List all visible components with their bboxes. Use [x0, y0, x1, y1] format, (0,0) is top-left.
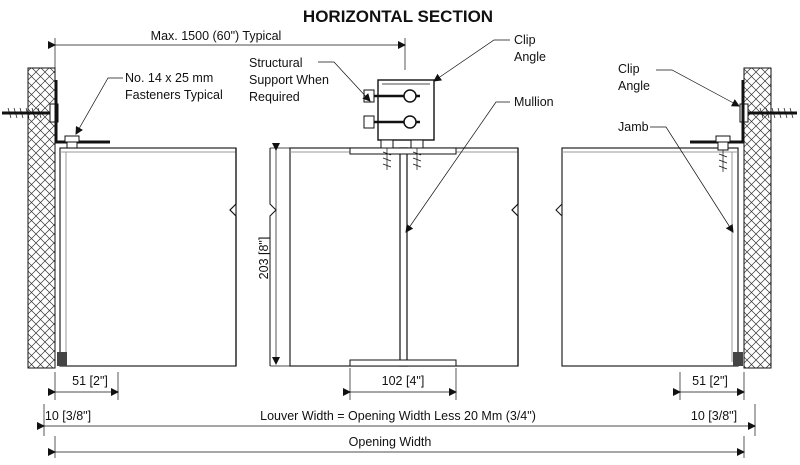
left-louver-panel [57, 147, 237, 367]
dim-center-102-label: 102 [4"] [382, 374, 425, 388]
fasteners-label-line1: No. 14 x 25 mm [125, 71, 213, 85]
louver-width-label: Louver Width = Opening Width Less 20 Mm … [260, 409, 536, 423]
depth-label: 203 [8"] [257, 237, 271, 280]
dim-louver-width: 10 [3/8"] Louver Width = Opening Width L… [37, 404, 756, 436]
dim-right-51-label: 51 [2"] [692, 374, 728, 388]
dim-left-51-label: 51 [2"] [72, 374, 108, 388]
clip-angle-right-line2: Angle [618, 79, 650, 93]
drawing-title: HORIZONTAL SECTION [303, 7, 493, 26]
jamb-label: Jamb [618, 120, 649, 134]
break-line-right [555, 148, 563, 366]
mullion-label: Mullion [514, 95, 554, 109]
dim-center-102: 102 [4"] [343, 368, 457, 400]
dim-right-10-label: 10 [3/8"] [691, 409, 737, 423]
jamb-callout: Jamb [618, 120, 734, 233]
dim-opening-width: Opening Width [48, 435, 745, 458]
center-fasteners [380, 139, 424, 170]
left-anchor-bolt [2, 103, 59, 123]
fasteners-label-line2: Fasteners Typical [125, 88, 223, 102]
structural-support-callout: Structural Support When Required [249, 56, 371, 104]
max-width-label: Max. 1500 (60") Typical [151, 29, 282, 43]
clip-angle-center-line1: Clip [514, 33, 536, 47]
center-clip-angle [377, 79, 435, 141]
clip-angle-center-callout: Clip Angle [433, 33, 546, 82]
dim-left-51: 51 [2"] [48, 372, 119, 400]
clip-angle-right-callout: Clip Angle [618, 62, 740, 107]
left-clip-angle [54, 80, 110, 144]
right-louver-panel [561, 147, 743, 367]
clip-angle-right-line1: Clip [618, 62, 640, 76]
structural-label-line3: Required [249, 90, 300, 104]
structural-label-line1: Structural [249, 56, 303, 70]
opening-width-label: Opening Width [349, 435, 432, 449]
clip-angle-center-line2: Angle [514, 50, 546, 64]
structural-label-line2: Support When [249, 73, 329, 87]
max-width-dimension: Max. 1500 (60") Typical [48, 29, 406, 70]
right-fastener [715, 135, 731, 172]
mullion-callout: Mullion [405, 95, 554, 233]
depth-dimension: 203 [8"] [257, 143, 290, 367]
dim-left-10-label: 10 [3/8"] [45, 409, 91, 423]
mullion [349, 147, 457, 367]
fasteners-callout: No. 14 x 25 mm Fasteners Typical [75, 71, 223, 135]
dim-right-51: 51 [2"] [673, 372, 745, 400]
right-clip-angle [690, 80, 745, 144]
